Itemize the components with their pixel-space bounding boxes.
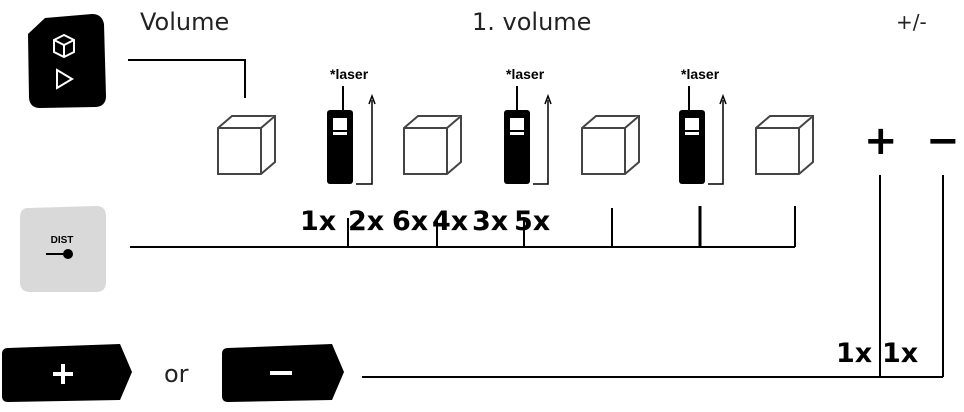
cube-icon — [217, 115, 276, 175]
laser-label: *laser — [681, 66, 720, 82]
laser-star: * — [681, 66, 687, 82]
press-count: 4x — [432, 206, 469, 237]
plus-icon — [53, 364, 73, 384]
press-count: 1x — [300, 206, 337, 237]
minus-count: 1x — [882, 338, 919, 369]
distance-line-icon — [46, 249, 73, 259]
volume-heading: Volume — [140, 8, 230, 36]
plus-sign: + — [864, 118, 898, 164]
press-count: 6x — [392, 206, 429, 237]
plus-button[interactable] — [2, 344, 132, 402]
cube-icon — [755, 115, 814, 175]
dist-button[interactable]: DIST — [20, 206, 106, 292]
minus-sign: − — [926, 118, 960, 164]
minus-button[interactable] — [222, 344, 344, 402]
laser-device-icon — [504, 86, 552, 185]
press-count: 5x — [514, 206, 551, 237]
laser-label: *laser — [506, 66, 545, 82]
volume-connector-line — [128, 59, 246, 98]
press-count: 3x — [472, 206, 509, 237]
dist-timeline — [130, 206, 796, 248]
cube-icon — [403, 115, 462, 175]
press-count: 2x — [348, 206, 385, 237]
laser-device-icon — [679, 86, 727, 185]
laser-star: * — [506, 66, 512, 82]
play-triangle-icon — [56, 68, 74, 90]
volume-cube-icon — [53, 33, 75, 59]
plus-minus-heading: +/- — [896, 10, 927, 34]
laser-star: * — [330, 66, 336, 82]
volume-button[interactable] — [28, 14, 106, 108]
or-label: or — [164, 360, 189, 388]
laser-device-icon — [327, 86, 376, 185]
laser-label: *laser — [330, 66, 369, 82]
first-volume-heading: 1. volume — [472, 8, 592, 36]
plus-count: 1x — [836, 338, 873, 369]
cube-icon — [581, 115, 640, 175]
plus-minus-timeline — [362, 175, 944, 378]
dist-button-label: DIST — [51, 235, 74, 246]
